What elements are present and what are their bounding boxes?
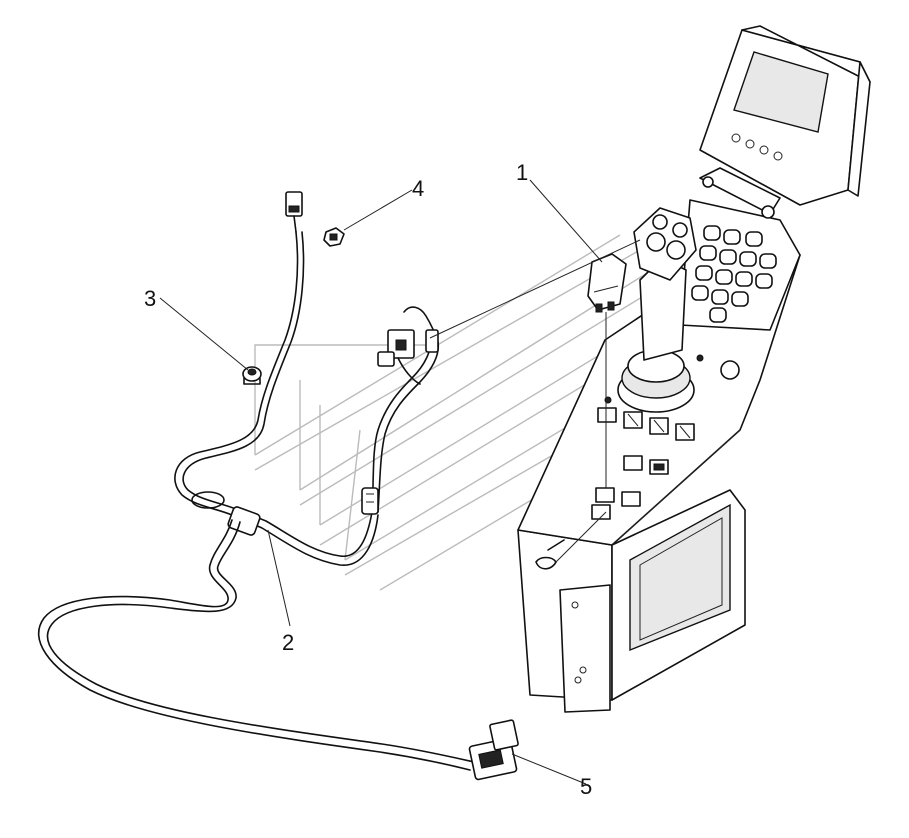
callout-4: 4 — [412, 176, 425, 201]
switch-item-1-icon — [587, 253, 627, 313]
display-monitor-icon — [699, 25, 871, 219]
switch-panel-icon — [591, 407, 695, 520]
joystick-icon — [617, 207, 697, 413]
callout-5: 5 — [580, 774, 593, 799]
keypad-icon — [691, 225, 777, 323]
callout-3: 3 — [144, 286, 157, 311]
connector-item-5-icon — [468, 719, 519, 781]
callout-2: 2 — [282, 630, 295, 655]
leader-lines — [159, 179, 641, 785]
wiring-harness-icon — [38, 191, 475, 771]
clip-item-4-icon — [323, 227, 345, 247]
grommet-item-3-icon — [242, 366, 262, 385]
watermark — [254, 234, 751, 591]
callout-1: 1 — [516, 160, 529, 185]
